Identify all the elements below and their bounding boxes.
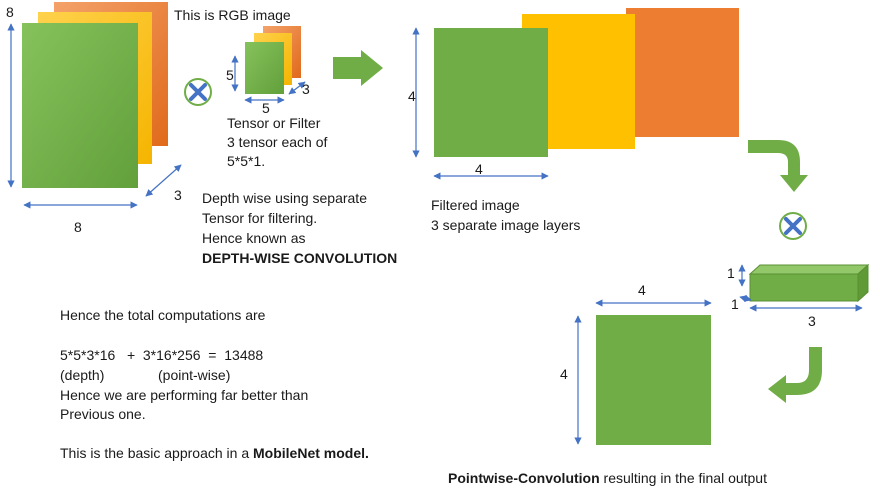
filtered-green-layer (434, 28, 548, 157)
summary-line-5: Previous one. (60, 406, 146, 422)
output-caption-rest: resulting in the final output (599, 470, 767, 486)
right-arrow-icon (333, 50, 383, 86)
rgb-width-label: 8 (74, 219, 82, 235)
kernel-width-arrow (739, 294, 752, 303)
summary-line-1: Hence the total computations are (60, 307, 266, 323)
filter-depth-arrow (288, 81, 306, 95)
curved-down-arrow-icon (748, 140, 808, 192)
output-height-label: 4 (560, 366, 568, 382)
rgb-height-label: 8 (6, 4, 14, 20)
rgb-green-layer (22, 23, 138, 188)
summary-depth-label: (depth) (60, 367, 105, 383)
filtered-width-label: 4 (475, 161, 483, 177)
filter-caption-2: 3 tensor each of (227, 134, 328, 150)
rgb-image-stack (22, 2, 168, 188)
filter-caption-3: 5*5*1. (227, 153, 266, 169)
filter-depth-label: 3 (302, 81, 310, 97)
summary-final: This is the basic approach in a MobileNe… (60, 444, 369, 463)
rgb-title: This is RGB image (174, 7, 291, 23)
summary-equation: 5*5*3*16 + 3*16*256 = 13488 (60, 347, 264, 363)
pointwise-kernel-box (748, 263, 870, 303)
depthwise-line-2: Tensor for filtering. (202, 210, 318, 226)
filtered-image-layers (434, 8, 739, 157)
kernel-depth-label: 3 (808, 313, 816, 329)
filtered-caption-2: 3 separate image layers (431, 217, 581, 233)
output-caption-bold: Pointwise-Convolution (448, 470, 600, 486)
output-width-label: 4 (638, 282, 646, 298)
filter-stack (245, 26, 301, 94)
summary-final-bold: MobileNet model. (253, 445, 369, 461)
curved-left-arrow-icon (768, 347, 822, 403)
filter-caption-1: Tensor or Filter (227, 115, 321, 131)
filtered-caption-1: Filtered image (431, 197, 520, 213)
kernel-width-label: 1 (731, 296, 739, 312)
rgb-depth-label: 3 (174, 187, 182, 203)
multiply-icon (184, 78, 212, 106)
depthwise-line-4: DEPTH-WISE CONVOLUTION (202, 250, 398, 266)
summary-line-4: Hence we are performing far better than (60, 387, 309, 403)
rgb-depth-arrow (145, 164, 182, 197)
summary-pointwise-label: (point-wise) (158, 367, 231, 383)
output-square (596, 315, 711, 445)
depthwise-line-1: Depth wise using separate (202, 190, 367, 206)
filtered-orange-layer (626, 8, 739, 137)
summary-final-prefix: This is the basic approach in a (60, 445, 253, 461)
filter-green-layer (245, 42, 284, 94)
filtered-height-label: 4 (408, 88, 416, 104)
filter-height-label: 5 (226, 67, 234, 83)
output-caption: Pointwise-Convolution resulting in the f… (448, 469, 767, 488)
filter-width-label: 5 (262, 100, 270, 116)
kernel-height-label: 1 (727, 265, 735, 281)
depthwise-line-3: Hence known as (202, 230, 306, 246)
multiply-icon (779, 212, 807, 240)
